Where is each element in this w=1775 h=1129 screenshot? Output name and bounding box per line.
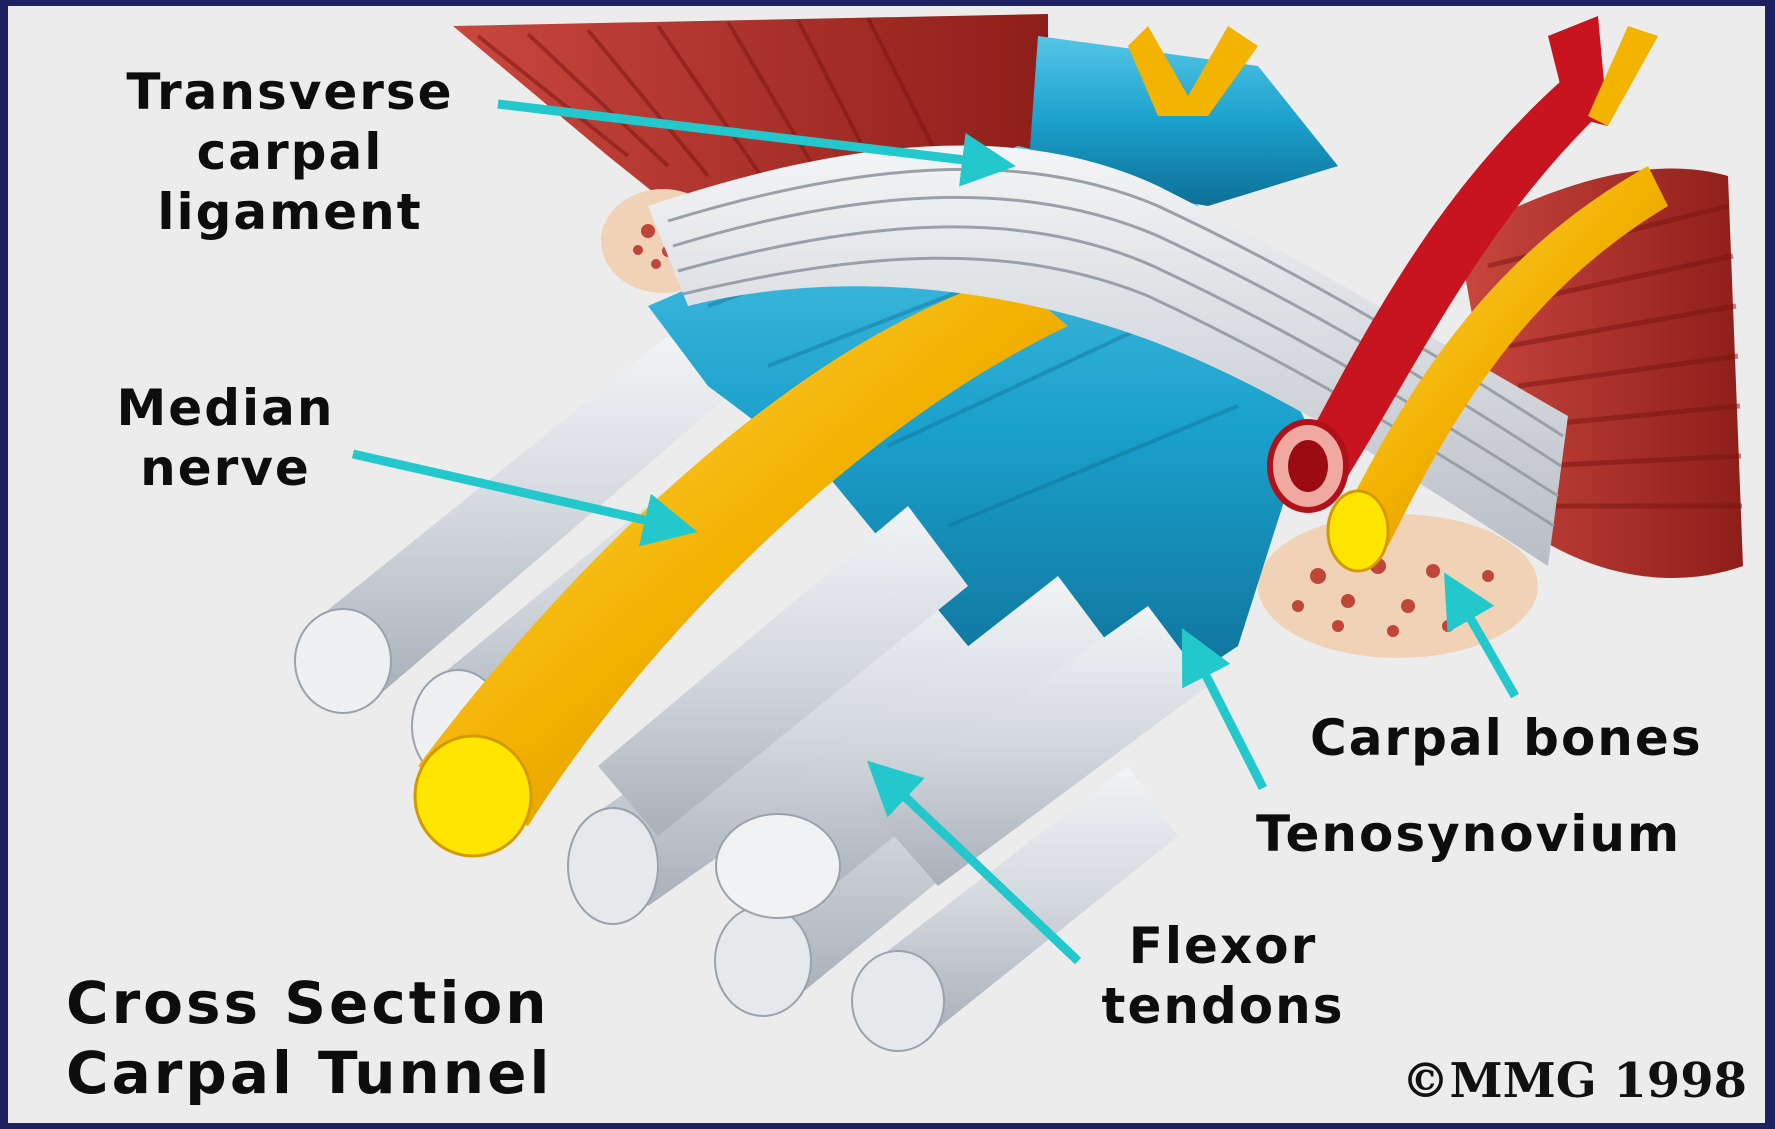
diagram-title: Cross Section Carpal Tunnel: [66, 968, 552, 1108]
label-line: ligament: [120, 182, 460, 242]
label-flexor-tendons: Flexor tendons: [1098, 916, 1348, 1036]
arrow-tenosynovium: [1190, 644, 1263, 788]
label-tenosynovium: Tenosynovium: [1256, 804, 1681, 864]
label-line: Transverse: [120, 62, 460, 122]
label-line: Carpal bones: [1310, 708, 1703, 768]
label-transverse-carpal-ligament: Transverse carpal ligament: [120, 62, 460, 242]
label-line: Tenosynovium: [1256, 804, 1681, 864]
title-line: Carpal Tunnel: [66, 1038, 552, 1108]
label-line: Flexor: [1098, 916, 1348, 976]
diagram-panel: Transverse carpal ligament Median nerve …: [8, 6, 1765, 1123]
carpal-bone-right: [1258, 514, 1538, 658]
label-line: tendons: [1098, 976, 1348, 1036]
label-line: Median: [108, 378, 343, 438]
copyright-notice: ©MMG 1998: [1401, 1053, 1747, 1109]
label-line: carpal: [120, 122, 460, 182]
label-median-nerve: Median nerve: [108, 378, 343, 498]
label-line: nerve: [108, 438, 343, 498]
title-line: Cross Section: [66, 968, 552, 1038]
label-carpal-bones: Carpal bones: [1310, 708, 1703, 768]
